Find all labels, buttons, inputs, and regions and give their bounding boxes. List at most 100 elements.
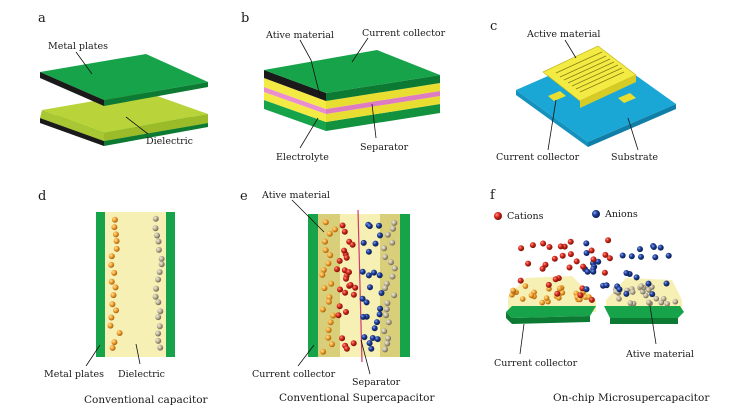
orange-particle bbox=[322, 247, 329, 254]
anion-particle bbox=[628, 253, 635, 260]
orange-particle bbox=[577, 296, 583, 303]
anion-particle bbox=[377, 305, 384, 312]
orange-particle bbox=[556, 285, 563, 292]
cation-particle bbox=[517, 277, 524, 284]
anion-particle bbox=[360, 239, 367, 246]
cation-particle bbox=[343, 275, 349, 282]
label-metal-plates-d: Metal plates bbox=[44, 369, 104, 380]
cation-particle bbox=[588, 296, 595, 303]
anion-particle bbox=[359, 268, 366, 275]
orange-particle bbox=[109, 301, 116, 308]
label-electrolyte-b: Electrolyte bbox=[276, 152, 329, 163]
anion-particle bbox=[619, 252, 626, 259]
gray-particle bbox=[390, 225, 396, 232]
gray-particle bbox=[384, 300, 391, 307]
separator-line-e bbox=[357, 209, 363, 363]
panel-a-letter: a bbox=[38, 11, 46, 26]
gray-particle bbox=[152, 293, 159, 300]
anion-particle bbox=[371, 325, 378, 332]
leader-current-collector-f bbox=[519, 323, 525, 355]
leader-current-collector bbox=[351, 37, 369, 63]
gray-particle bbox=[158, 261, 165, 268]
orange-particle bbox=[113, 307, 119, 314]
current-collector-right-f-front bbox=[610, 318, 678, 324]
orange-particle bbox=[332, 226, 338, 233]
dielectric-edge bbox=[104, 114, 208, 141]
panel-d-particles bbox=[107, 215, 165, 351]
anion-particle bbox=[376, 311, 383, 318]
gray-particle bbox=[629, 289, 636, 295]
orange-particle bbox=[321, 285, 328, 292]
orange-particle bbox=[319, 271, 326, 278]
anion-particle bbox=[650, 244, 657, 250]
anion-legend-icon bbox=[592, 210, 600, 218]
cation-particle bbox=[346, 269, 352, 276]
label-anions: Anions bbox=[604, 209, 638, 220]
anion-particle bbox=[616, 286, 623, 293]
gray-particle bbox=[155, 314, 162, 321]
gray-particle bbox=[156, 323, 163, 330]
panel-f-letter: f bbox=[490, 188, 496, 203]
anion-particle bbox=[652, 254, 659, 261]
stack-side-yellow-low bbox=[264, 92, 326, 122]
orange-particle bbox=[522, 283, 529, 289]
cation-particle bbox=[529, 242, 536, 249]
cation-particle bbox=[343, 309, 349, 315]
gray-particle bbox=[385, 319, 392, 326]
orange-particle bbox=[326, 230, 333, 237]
orange-particle bbox=[510, 287, 516, 294]
anion-particle bbox=[657, 244, 664, 251]
label-metal-plates: Metal plates bbox=[48, 41, 108, 52]
anion-particle bbox=[365, 272, 372, 279]
orange-particle bbox=[327, 252, 334, 259]
current-collector-left-f bbox=[506, 306, 596, 318]
current-collector-right-e bbox=[400, 214, 410, 357]
anion-particle bbox=[637, 246, 643, 253]
cation-particle bbox=[552, 276, 559, 283]
orange-particle bbox=[543, 295, 550, 301]
anion-particle bbox=[595, 258, 602, 265]
orange-particle bbox=[107, 322, 114, 329]
panel-a: a Metal plates Dielectric bbox=[38, 11, 208, 147]
panel-c: c Active material Current collector Subs… bbox=[490, 19, 676, 163]
orange-particle bbox=[326, 294, 333, 301]
panel-e: e Ative material Current collector Separ… bbox=[240, 189, 435, 404]
leader-electrolyte bbox=[299, 117, 319, 149]
gray-particle bbox=[391, 219, 398, 226]
orange-particle bbox=[330, 312, 337, 319]
gray-particle bbox=[381, 328, 388, 335]
gray-particle bbox=[658, 299, 665, 306]
anion-particle bbox=[366, 340, 373, 347]
electrolyte-haze-f bbox=[508, 276, 596, 314]
cation-particle bbox=[590, 256, 597, 263]
cation-particle bbox=[567, 251, 574, 258]
orange-particle bbox=[320, 267, 327, 273]
cation-particle bbox=[336, 303, 343, 310]
electrode-pad-left bbox=[548, 91, 566, 101]
cation-particle bbox=[349, 241, 356, 248]
orange-particle bbox=[322, 238, 328, 245]
anion-particle bbox=[663, 280, 670, 287]
gray-particle bbox=[384, 340, 391, 347]
anion-particle bbox=[365, 248, 372, 255]
panel-f-particles bbox=[509, 237, 679, 307]
current-collector-right-f bbox=[604, 306, 684, 318]
orange-particle bbox=[325, 260, 332, 267]
cation-particle bbox=[525, 260, 532, 267]
cation-particle bbox=[545, 281, 552, 288]
label-separator-b: Separator bbox=[360, 142, 409, 153]
leader-current-collector-c bbox=[547, 99, 557, 151]
gray-particle bbox=[382, 285, 388, 292]
gray-particle bbox=[391, 292, 398, 299]
cation-particle bbox=[339, 335, 346, 342]
gray-particle bbox=[627, 300, 634, 306]
cation-particle bbox=[580, 263, 587, 270]
anion-particle bbox=[649, 291, 656, 298]
anion-particle bbox=[374, 319, 380, 326]
anion-particle bbox=[366, 223, 373, 230]
substrate-front bbox=[588, 104, 676, 147]
gray-particle bbox=[156, 269, 163, 275]
leader-separator bbox=[371, 103, 377, 139]
orange-particle bbox=[322, 219, 329, 226]
